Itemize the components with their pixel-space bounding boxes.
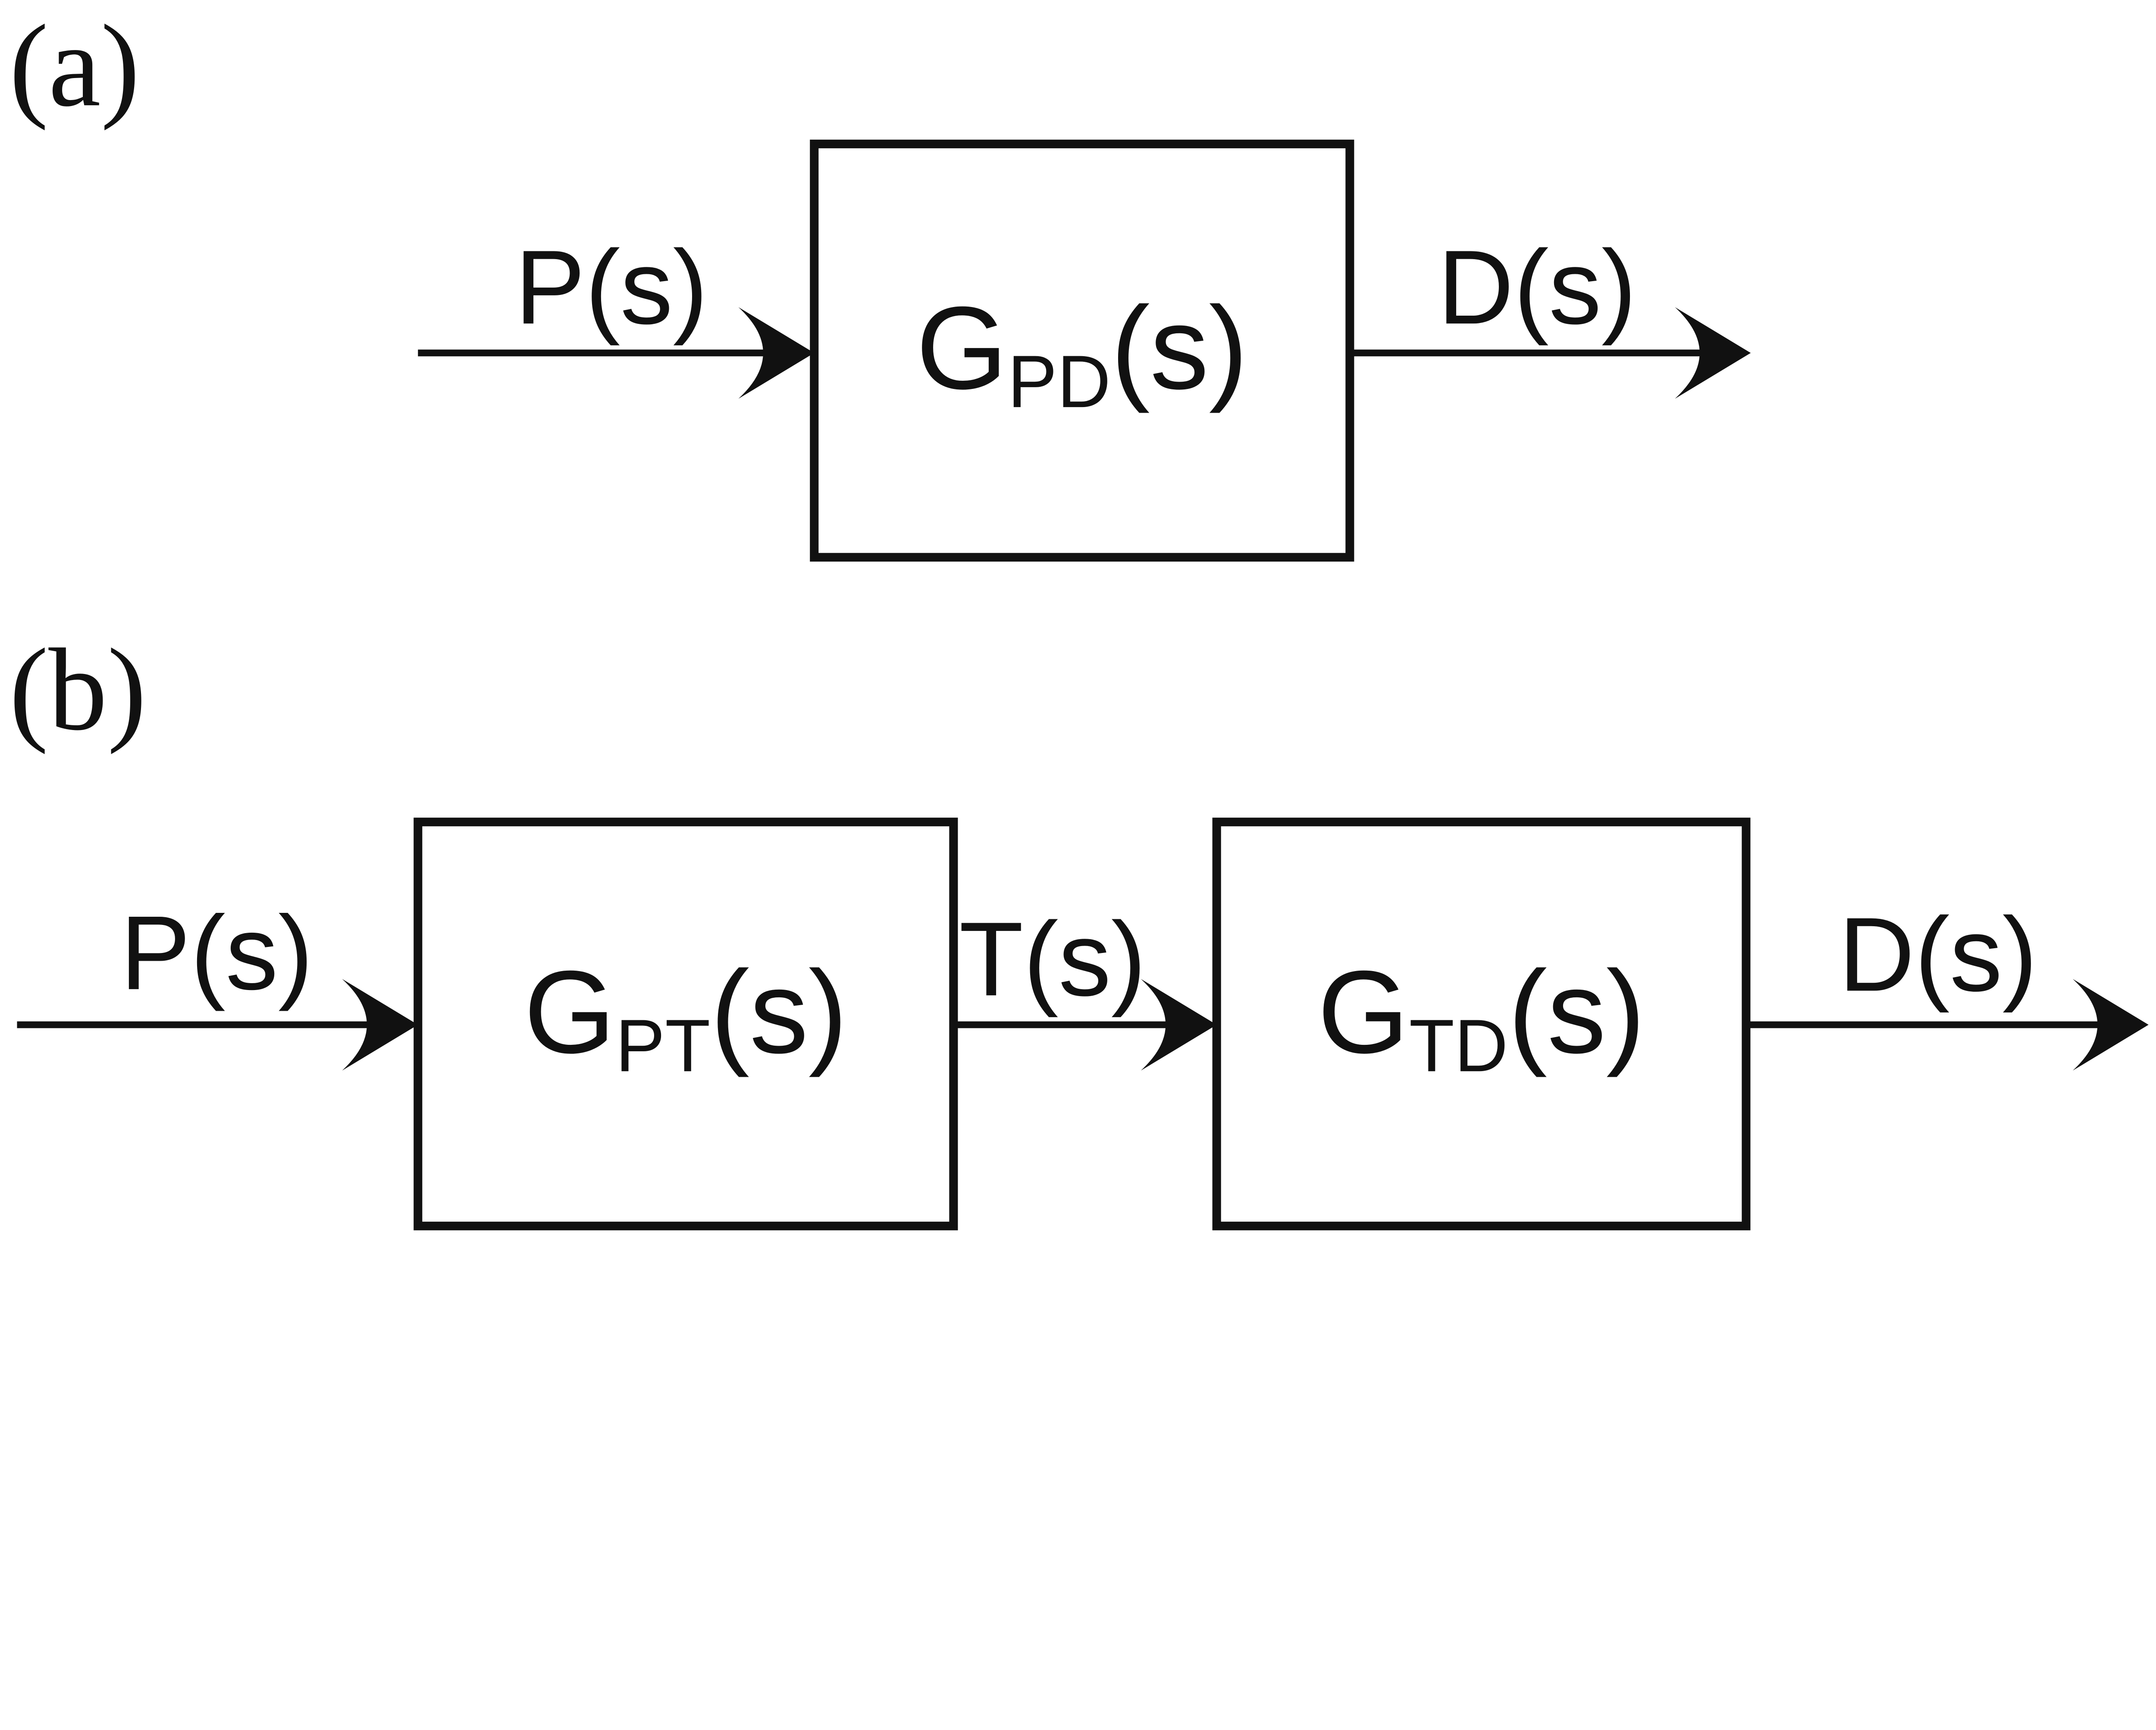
panel-b-block2-symbol: G [1318,946,1409,1078]
panel-b-block2-label: GTD(s) [1318,946,1645,1087]
panel-a-block-subscript: PD [1008,340,1111,423]
panel-a-input-signal-label: P(s) [515,228,708,346]
panel-b-block2-argument: (s) [1508,946,1645,1078]
panel-b-intermediate-signal-label: T(s) [959,900,1146,1018]
panel-b-block1-subscript: PT [615,1004,710,1087]
panel-a-block-symbol: G [916,282,1007,414]
panel-b-label: (b) [9,625,147,755]
panel-b-block1 [414,818,958,1231]
panel-b-input-signal-label: P(s) [120,894,313,1012]
panel-a-block-argument: (s) [1111,282,1248,414]
panel-b-block1-argument: (s) [710,946,847,1078]
block-diagram-figure: (a) P(s) GPD(s) D(s) (b) P(s) [9,1,2149,1231]
panel-b-block1-symbol: G [524,946,615,1078]
panel-b-block1-label: GPT(s) [524,946,848,1087]
panel-a-label: (a) [9,1,140,131]
panel-a: (a) P(s) GPD(s) D(s) [9,1,1751,562]
panel-b: (b) P(s) GPT(s) T(s) GTD(s) D(s) [9,625,2149,1231]
panel-b-block2 [1212,818,1751,1231]
diagram-canvas: (a) P(s) GPD(s) D(s) (b) P(s) [9,1,2149,1231]
panel-a-output-signal-label: D(s) [1438,228,1636,346]
panel-b-block2-subscript: TD [1409,1004,1508,1087]
panel-b-output-signal-label: D(s) [1839,896,2037,1013]
panel-a-block-label: GPD(s) [916,282,1248,423]
